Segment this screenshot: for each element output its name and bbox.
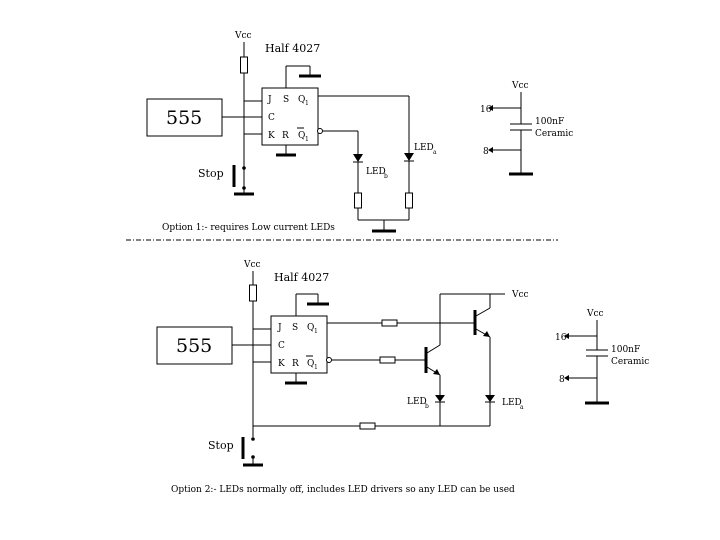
pullup-resistor xyxy=(240,56,248,74)
vcc-driver-label: Vcc xyxy=(511,290,529,300)
option2-caption: Option 2:- LEDs normally off, includes L… xyxy=(171,485,515,495)
ff-pin-qbar-sub: 1 xyxy=(305,136,309,143)
flipflop-4027-box xyxy=(270,315,328,374)
ff-pin-j: J xyxy=(267,95,272,105)
pin16-label: 16 xyxy=(555,333,567,343)
cap-type-label: Ceramic xyxy=(611,357,649,367)
led-b-resistor xyxy=(354,192,362,209)
ff-pin-c: C xyxy=(278,341,285,351)
led-b-diode xyxy=(435,395,445,402)
chip-title: Half 4027 xyxy=(265,42,320,55)
option2-circuit: Vcc Half 4027 555 J S Q 1 C K R Q 1 xyxy=(156,260,649,495)
led-b-sub: b xyxy=(425,403,429,410)
timer-555-label: 555 xyxy=(166,107,202,129)
ff-pin-qbar: Q xyxy=(298,131,305,141)
ff-pin-qbar-sub: 1 xyxy=(314,364,318,371)
led-a-sub: a xyxy=(520,404,524,411)
led-a-sub: a xyxy=(433,149,437,156)
ff-pin-r: R xyxy=(282,131,289,141)
vcc-label: Vcc xyxy=(243,260,261,270)
flipflop-4027-box xyxy=(261,87,319,146)
ff-pin-j: J xyxy=(277,323,282,333)
vcc-label: Vcc xyxy=(234,31,252,41)
ff-pin-qbar: Q xyxy=(307,359,314,369)
led-a-label: LED xyxy=(502,398,522,408)
option1-circuit: Vcc Half 4027 555 J S Q 1 C K R Q 1 xyxy=(146,31,573,233)
cap-type-label: Ceramic xyxy=(535,129,573,139)
ff-pin-q-sub: 1 xyxy=(314,328,318,335)
ff-pin-s: S xyxy=(292,323,298,333)
chip-title: Half 4027 xyxy=(274,271,329,284)
stop-label: Stop xyxy=(208,439,234,452)
vcc-cap-label: Vcc xyxy=(586,309,604,319)
led-b-label: LED xyxy=(366,167,386,177)
ff-pin-q: Q xyxy=(307,323,314,333)
ff-pin-r: R xyxy=(292,359,299,369)
pin16-label: 16 xyxy=(480,105,492,115)
cap-value-label: 100nF xyxy=(611,345,640,355)
ff-pin-q-sub: 1 xyxy=(305,100,309,107)
timer-555-box xyxy=(156,326,233,365)
pin8-label: 8 xyxy=(559,375,565,385)
drive-resistor-a xyxy=(381,319,398,327)
ff-pin-k: K xyxy=(278,359,285,369)
led-a-resistor xyxy=(405,192,413,209)
pin8-label: 8 xyxy=(483,147,489,157)
ff-pin-q: Q xyxy=(298,95,305,105)
ff-pin-k: K xyxy=(268,131,275,141)
ff-pin-s: S xyxy=(283,95,289,105)
led-a-label: LED xyxy=(414,143,434,153)
stop-label: Stop xyxy=(198,167,224,180)
timer-555-box xyxy=(146,98,223,137)
led-a-diode xyxy=(404,153,414,161)
vcc-cap-label: Vcc xyxy=(511,81,529,91)
pullup-resistor xyxy=(249,284,257,302)
ff-pin-c: C xyxy=(268,113,275,123)
option1-caption: Option 1:- requires Low current LEDs xyxy=(162,223,335,233)
return-resistor xyxy=(359,422,376,430)
led-b-diode xyxy=(353,154,363,162)
drive-resistor-b xyxy=(379,356,396,364)
led-a-diode xyxy=(485,395,495,402)
led-b-sub: b xyxy=(384,173,388,180)
led-b-label: LED xyxy=(407,397,427,407)
timer-555-label: 555 xyxy=(176,335,212,357)
cap-value-label: 100nF xyxy=(535,117,564,127)
